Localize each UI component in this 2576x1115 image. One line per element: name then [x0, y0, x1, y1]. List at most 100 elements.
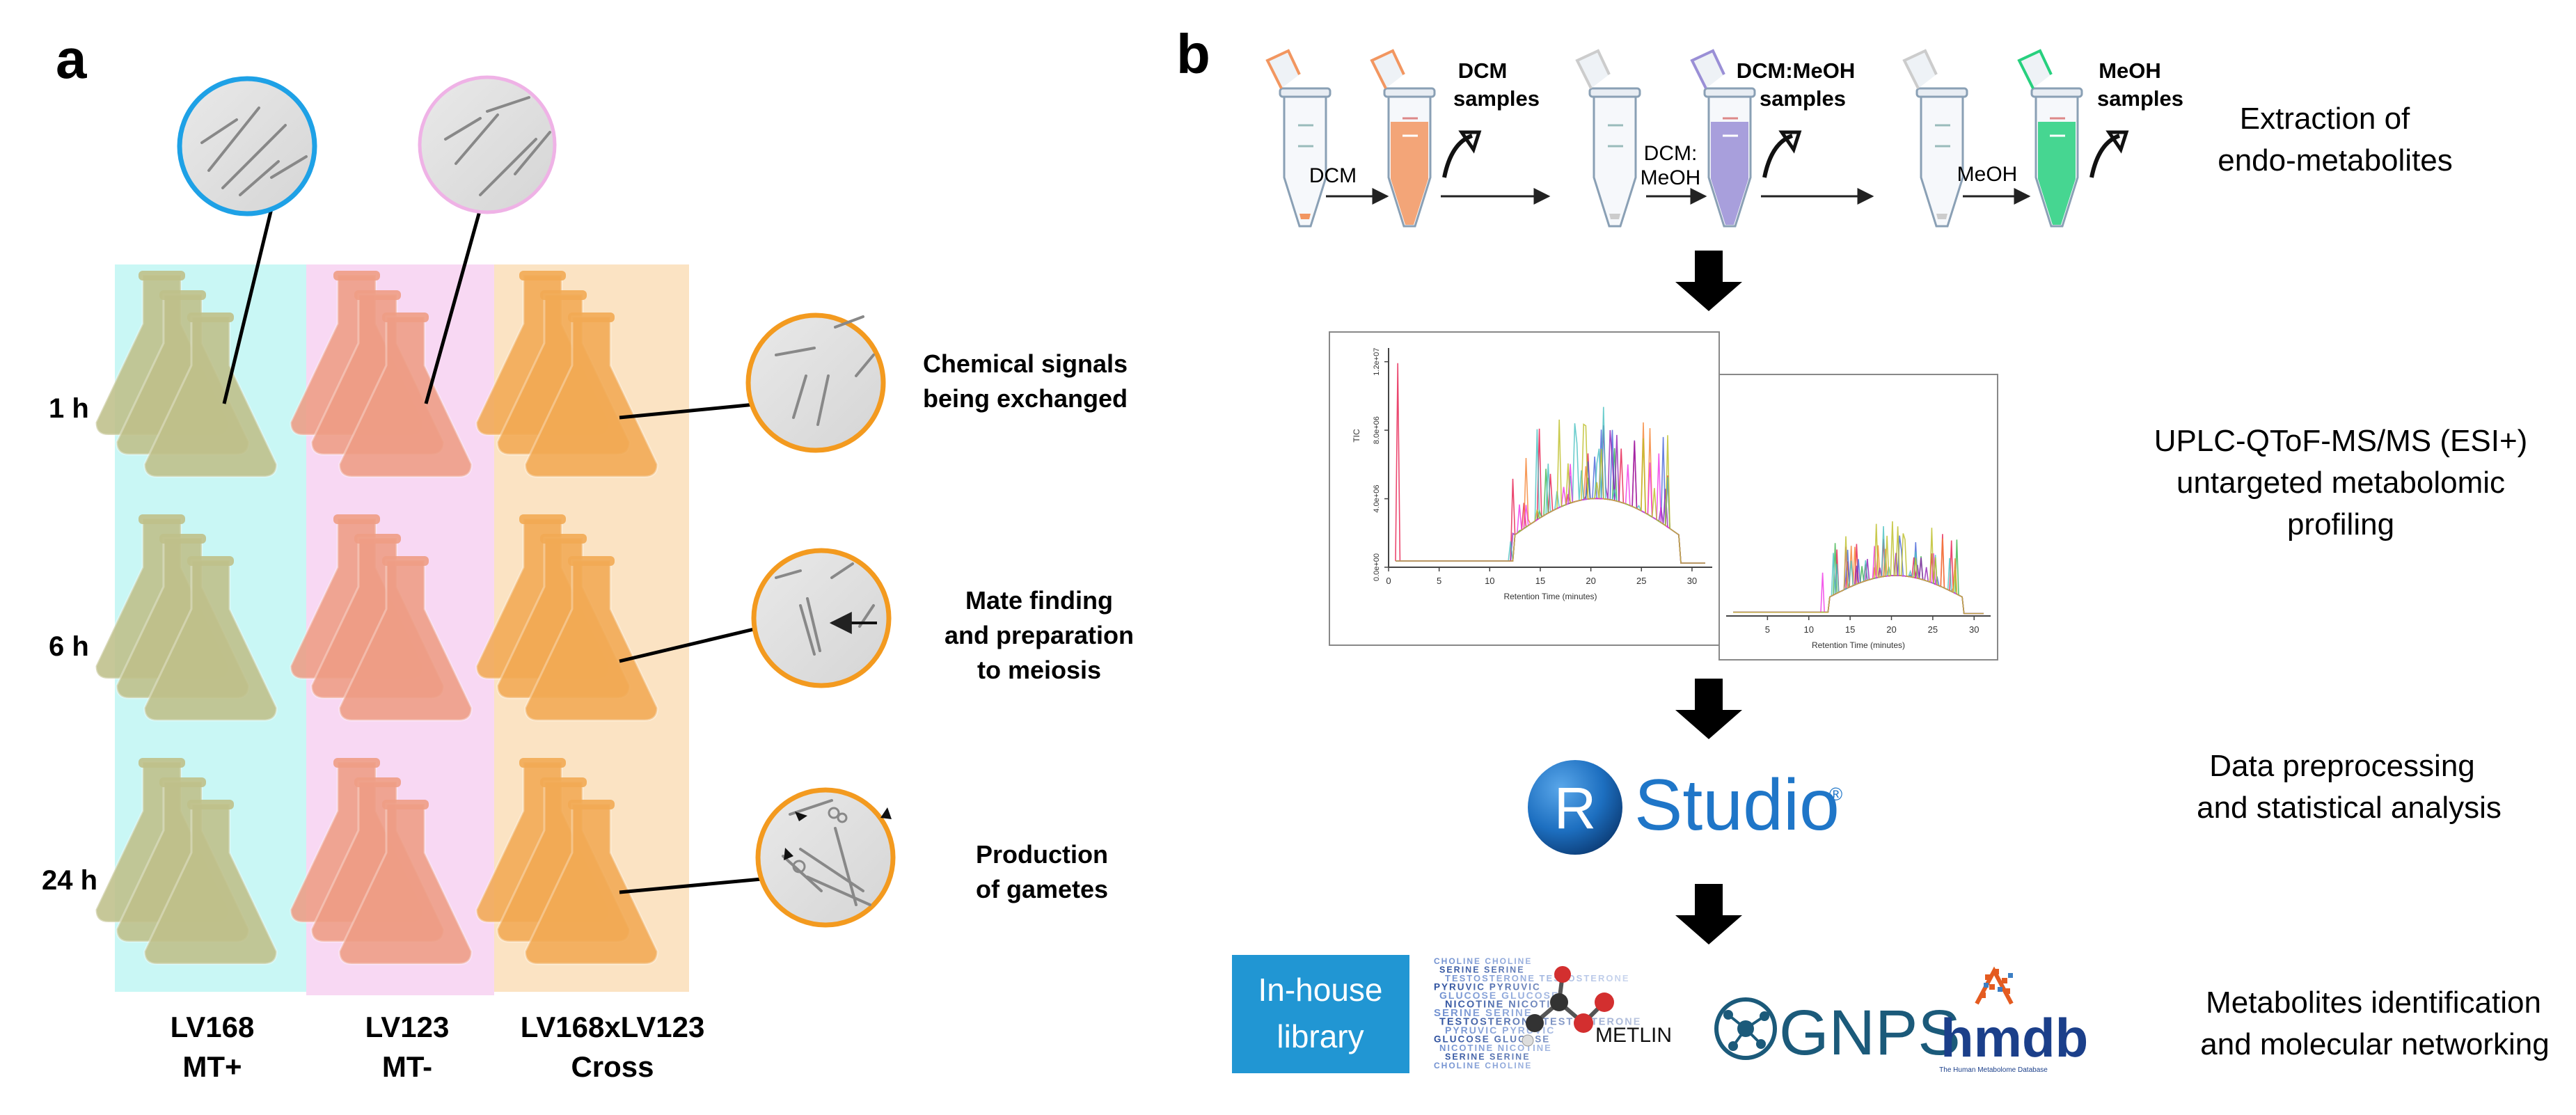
- chromatogram-back-frame: [1718, 374, 1998, 661]
- chrom-xtick: 10: [1485, 576, 1494, 586]
- metlin-wordmark: METLIN: [1595, 1024, 1672, 1047]
- flask-rim: [159, 534, 206, 544]
- chrom-xtick: 20: [1886, 624, 1896, 635]
- inhouse-library-line1: In-house: [1258, 972, 1382, 1008]
- samples-label-meoh-1: MeOH: [2099, 58, 2161, 83]
- flask-icon: [143, 802, 278, 965]
- samples-label-meoh-2: samples: [2097, 86, 2183, 111]
- strain-mating-type: MT+: [182, 1050, 242, 1083]
- flask-rim: [568, 556, 615, 566]
- rstudio-registered: ®: [1829, 784, 1842, 805]
- chrom-xtick: 5: [1765, 624, 1770, 635]
- hmdb-subtitle: The Human Metabolome Database: [1939, 1066, 2048, 1074]
- inhouse-library-box: [1232, 955, 1409, 1073]
- chrom-xtick: 30: [1969, 624, 1979, 635]
- callout-line: Production: [976, 840, 1108, 869]
- time-label-6h: 6 h: [49, 631, 89, 662]
- flask-rim: [519, 758, 566, 768]
- flask-group: [289, 271, 473, 478]
- strain-name: LV168: [171, 1011, 255, 1043]
- chrom-ytick: 8.0e+06: [1373, 416, 1381, 444]
- flask-icon: [338, 315, 473, 478]
- step-extraction-1: Extraction of: [2240, 102, 2410, 136]
- step-extraction-2: endo-metabolites: [2218, 143, 2453, 177]
- strain-label-mt-minus: LV123 MT-: [365, 1011, 450, 1083]
- flask-rim: [540, 777, 587, 787]
- samples-label-dcm-2: samples: [1453, 86, 1540, 111]
- micrograph-24h: [619, 787, 896, 928]
- strain-cross: Cross: [571, 1050, 654, 1083]
- flask-icon: [523, 802, 659, 965]
- time-label-1h: 1 h: [49, 393, 89, 424]
- database-logos: In-house library CHOLINE CHOLINESERINE S…: [1232, 954, 2088, 1075]
- step-stats-2: and statistical analysis: [2197, 791, 2502, 825]
- eppendorf-tube-icon: [1370, 49, 1482, 228]
- step-uplc-2: untargeted metabolomic: [2176, 466, 2505, 500]
- flask-rim: [159, 777, 206, 787]
- flask-group: [94, 758, 278, 965]
- flask-rim: [354, 777, 401, 787]
- strain-name: LV168xLV123: [521, 1011, 705, 1043]
- rstudio-wordmark: Studio: [1634, 765, 1840, 846]
- flask-icon: [523, 315, 659, 478]
- strain-mating-type: MT-: [382, 1050, 432, 1083]
- eppendorf-tube-icon: [2017, 49, 2129, 228]
- flask-rim: [139, 271, 185, 280]
- step-uplc-3: profiling: [2287, 507, 2394, 541]
- extraction-tubes: [1265, 49, 2129, 228]
- hmdb-wordmark: hmdb: [1941, 1007, 2088, 1068]
- strain-label-mt-plus: LV168 MT+: [171, 1011, 255, 1083]
- flask-rim: [382, 800, 429, 809]
- flask-rim: [187, 556, 234, 566]
- micrograph-mt-plus: [177, 76, 317, 404]
- flask-rim: [382, 313, 429, 322]
- time-label-24h: 24 h: [42, 865, 97, 896]
- callout-line: Mate finding: [965, 586, 1113, 615]
- callout-line: and preparation: [945, 621, 1134, 649]
- solvent-label-meoh: MeOH: [1957, 163, 2018, 186]
- step-stats-1: Data preprocessing: [2209, 749, 2475, 783]
- flask-rim: [333, 271, 380, 280]
- chrom-xtick: 20: [1586, 576, 1595, 586]
- solvent-label-dcm-meoh-2: MeOH: [1641, 166, 1701, 189]
- chrom-xtick: 30: [1687, 576, 1697, 586]
- panel-a: a 1 h 6 h 24 h LV168 MT+ LV123 MT- LV168…: [42, 28, 1134, 1083]
- callout-line: to meiosis: [977, 656, 1101, 684]
- gnps-network-icon: [1714, 997, 1777, 1060]
- samples-label-dcmmeoh-2: samples: [1760, 86, 1846, 111]
- down-arrow-1: [1675, 251, 1742, 311]
- flask-group: [94, 514, 278, 722]
- rstudio-logo: R Studio ®: [1528, 760, 1842, 855]
- callout-gametes: Production of gametes: [976, 840, 1108, 903]
- flask-rim: [540, 290, 587, 300]
- chrom-xlabel: Retention Time (minutes): [1812, 640, 1905, 650]
- flask-rim: [139, 514, 185, 524]
- flask-icon: [523, 559, 659, 722]
- samples-label-dcm-1: DCM: [1458, 58, 1508, 83]
- step-identification-2: and molecular networking: [2200, 1027, 2549, 1061]
- flask-group: [475, 514, 659, 722]
- flask-rim: [540, 534, 587, 544]
- chrom-xtick: 25: [1928, 624, 1938, 635]
- eppendorf-tube-icon: [1575, 49, 1641, 228]
- flask-group: [475, 271, 659, 478]
- chrom-ylabel: TIC: [1352, 429, 1361, 443]
- panel-a-label: a: [56, 28, 87, 90]
- callout-line: Chemical signals: [923, 349, 1128, 378]
- flask-group: [94, 271, 278, 478]
- flask-grid: [94, 271, 659, 965]
- metlin-molecule-icon: [1522, 966, 1614, 1047]
- chrom-xtick: 15: [1535, 576, 1545, 586]
- flask-icon: [143, 315, 278, 478]
- callout-chemical-signals: Chemical signals being exchanged: [923, 349, 1128, 413]
- rstudio-r-ball: [1528, 760, 1622, 855]
- flask-rim: [354, 534, 401, 544]
- step-uplc-1: UPLC-QToF-MS/MS (ESI+): [2154, 424, 2528, 458]
- callout-line: of gametes: [976, 875, 1108, 903]
- chrom-xtick: 25: [1636, 576, 1646, 586]
- flask-rim: [382, 556, 429, 566]
